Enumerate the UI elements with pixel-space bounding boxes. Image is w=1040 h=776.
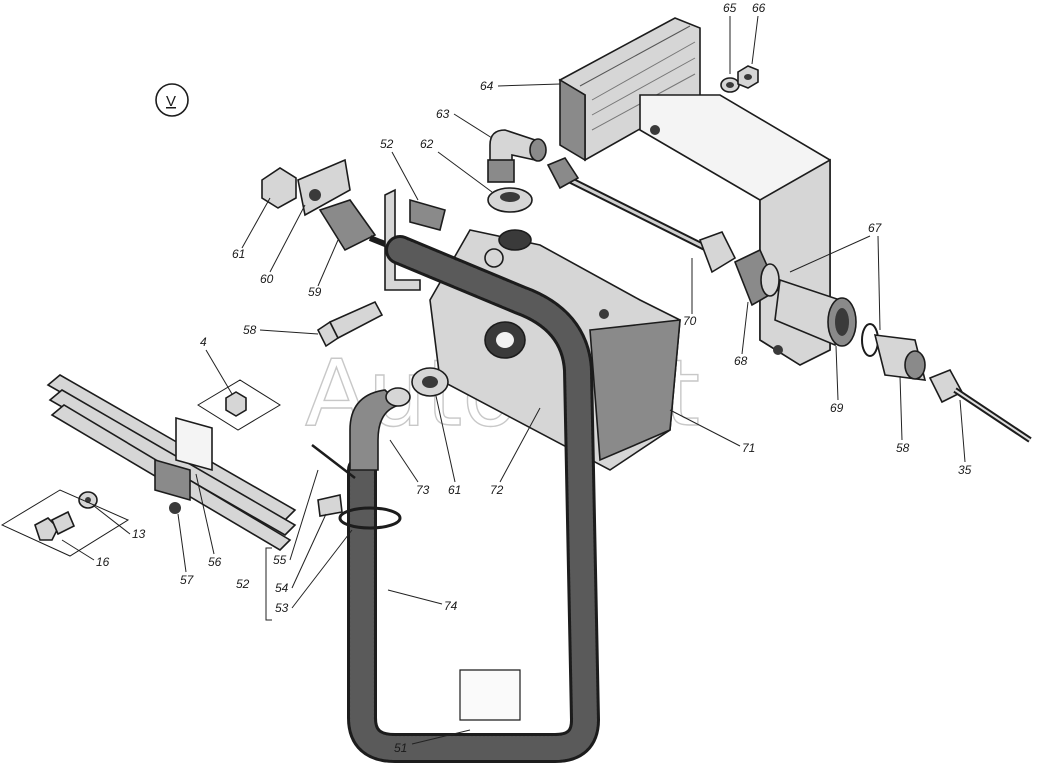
nut-4 xyxy=(197,379,281,431)
nut-65 xyxy=(720,77,740,93)
label-74: 74 xyxy=(444,599,458,613)
label-4: 4 xyxy=(200,335,207,349)
fuel-line-70 xyxy=(546,157,737,274)
label-35: 35 xyxy=(958,463,972,477)
label-65: 65 xyxy=(723,1,737,15)
label-13: 13 xyxy=(132,527,146,541)
label-52b: 52 xyxy=(236,577,250,591)
label-72: 72 xyxy=(490,483,504,497)
label-66: 66 xyxy=(752,1,766,15)
sleeve-69 xyxy=(774,278,857,347)
label-63: 63 xyxy=(436,107,450,121)
plug-61 xyxy=(261,167,297,209)
label-52a: 52 xyxy=(380,137,394,151)
label-58b: 58 xyxy=(896,441,910,455)
label-61a: 61 xyxy=(232,247,245,261)
label-54: 54 xyxy=(275,581,289,595)
coupling-68 xyxy=(733,248,780,307)
bracket-56 xyxy=(154,416,213,514)
label-51: 51 xyxy=(394,741,407,755)
label-55: 55 xyxy=(273,553,287,567)
elbow-fitting-63 xyxy=(487,129,547,183)
label-68: 68 xyxy=(734,354,748,368)
view-marker-label: V xyxy=(166,93,176,110)
label-57: 57 xyxy=(180,573,195,587)
label-58a: 58 xyxy=(243,323,257,337)
hose-assembly xyxy=(347,235,601,763)
label-53: 53 xyxy=(275,601,289,615)
label-61b: 61 xyxy=(448,483,461,497)
clamp-52 xyxy=(311,444,402,530)
nut-61 xyxy=(411,367,449,397)
tag-plate xyxy=(459,669,521,721)
pipe-35 xyxy=(928,368,1032,443)
label-62: 62 xyxy=(420,137,434,151)
label-56: 56 xyxy=(208,555,222,569)
gasket-plate-60 xyxy=(297,158,351,217)
label-71: 71 xyxy=(742,441,755,455)
label-59: 59 xyxy=(308,285,322,299)
label-16: 16 xyxy=(96,555,110,569)
label-70: 70 xyxy=(683,314,697,328)
label-67: 67 xyxy=(868,221,883,235)
label-73: 73 xyxy=(416,483,430,497)
nut-66 xyxy=(737,65,759,89)
frame-rails xyxy=(46,374,297,552)
part-labels: 64 65 66 63 52 62 61 60 59 58 70 67 68 6… xyxy=(61,1,972,755)
label-69: 69 xyxy=(830,401,844,415)
elbow-73 xyxy=(349,387,411,471)
union-58 xyxy=(873,334,927,381)
label-60: 60 xyxy=(260,272,274,286)
view-marker: V xyxy=(155,83,189,117)
bracket-52 xyxy=(384,188,446,291)
nut-62 xyxy=(487,187,533,213)
label-64: 64 xyxy=(480,79,494,93)
bolt-16 xyxy=(0,489,130,557)
bolt-58 xyxy=(316,300,384,348)
